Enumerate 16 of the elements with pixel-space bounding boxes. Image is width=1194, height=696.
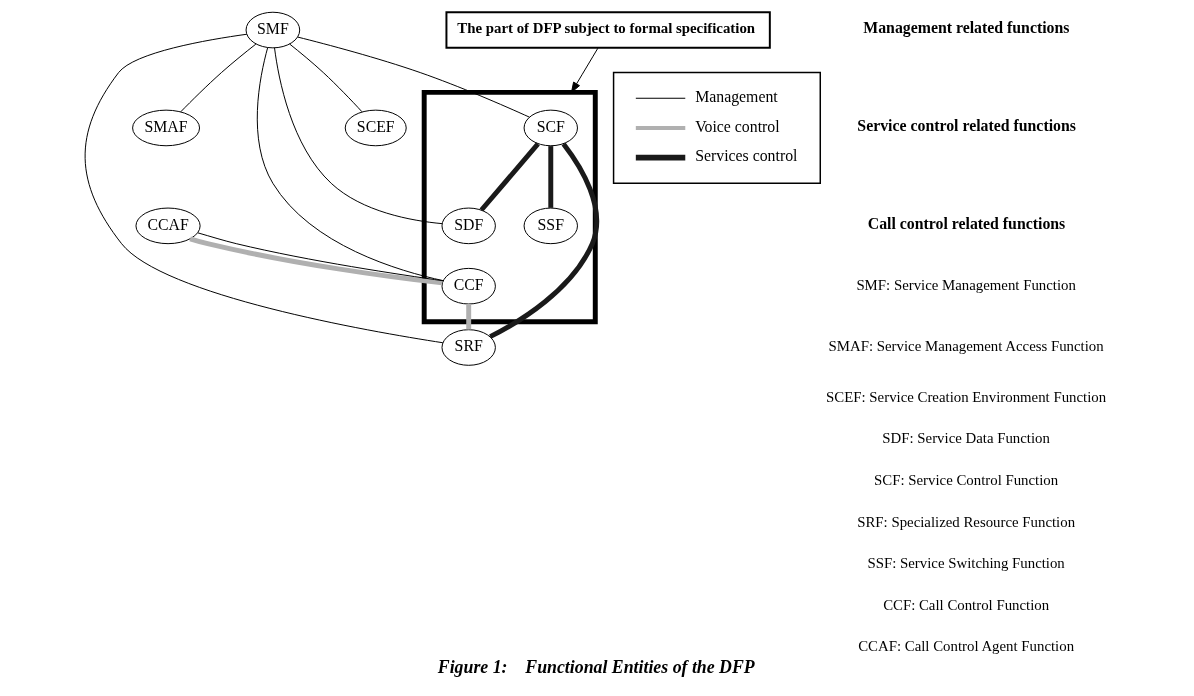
label: Service control related functions: [857, 116, 1076, 134]
label: Call control related functions: [867, 214, 1066, 232]
label: SMF: Service Management Function: [856, 276, 1076, 293]
label: SSF: Service Switching Function: [867, 555, 1065, 572]
diagram-title: Figure 1: Functional Entities of the DFP: [437, 657, 755, 678]
legend-label: Management: [695, 88, 778, 106]
label: CCF: Call Control Function: [883, 596, 1050, 613]
label: SDF: Service Data Function: [882, 430, 1050, 447]
label: CCAF: Call Control Agent Function: [858, 638, 1075, 655]
label: SCF: Service Control Function: [874, 471, 1059, 488]
legend-label: Voice control: [695, 117, 780, 135]
label: Management related functions: [863, 18, 1070, 36]
label: SCEF: Service Creation Environment Function: [826, 388, 1107, 405]
label: SRF: Specialized Resource Function: [857, 513, 1076, 530]
legend-label: Services control: [695, 147, 798, 165]
label: SMAF: Service Management Access Function: [828, 337, 1104, 354]
